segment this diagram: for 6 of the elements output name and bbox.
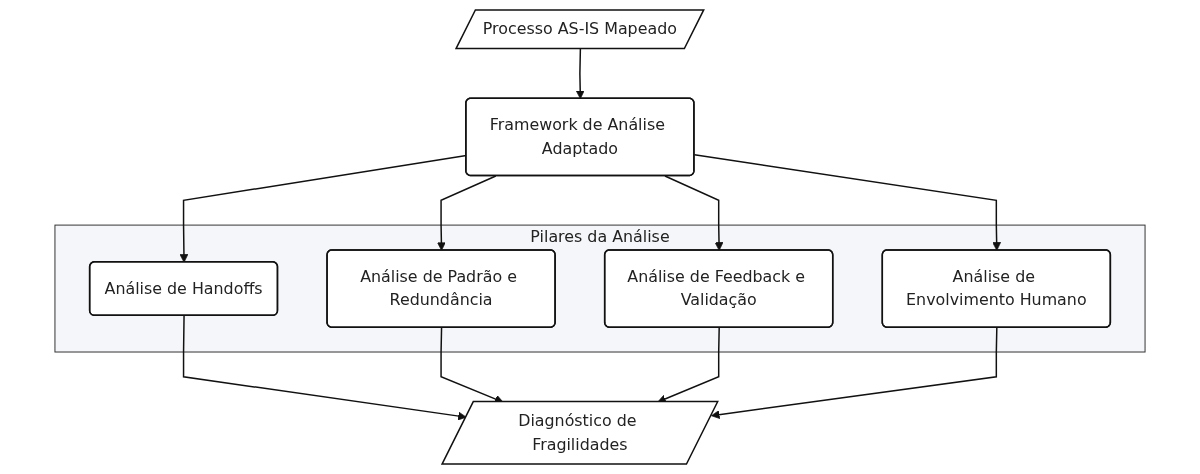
arrow [664,175,724,251]
arrow [711,326,998,419]
arrow [182,315,467,421]
arrow [693,153,1002,251]
arrow [437,175,497,251]
arrow [575,48,585,100]
